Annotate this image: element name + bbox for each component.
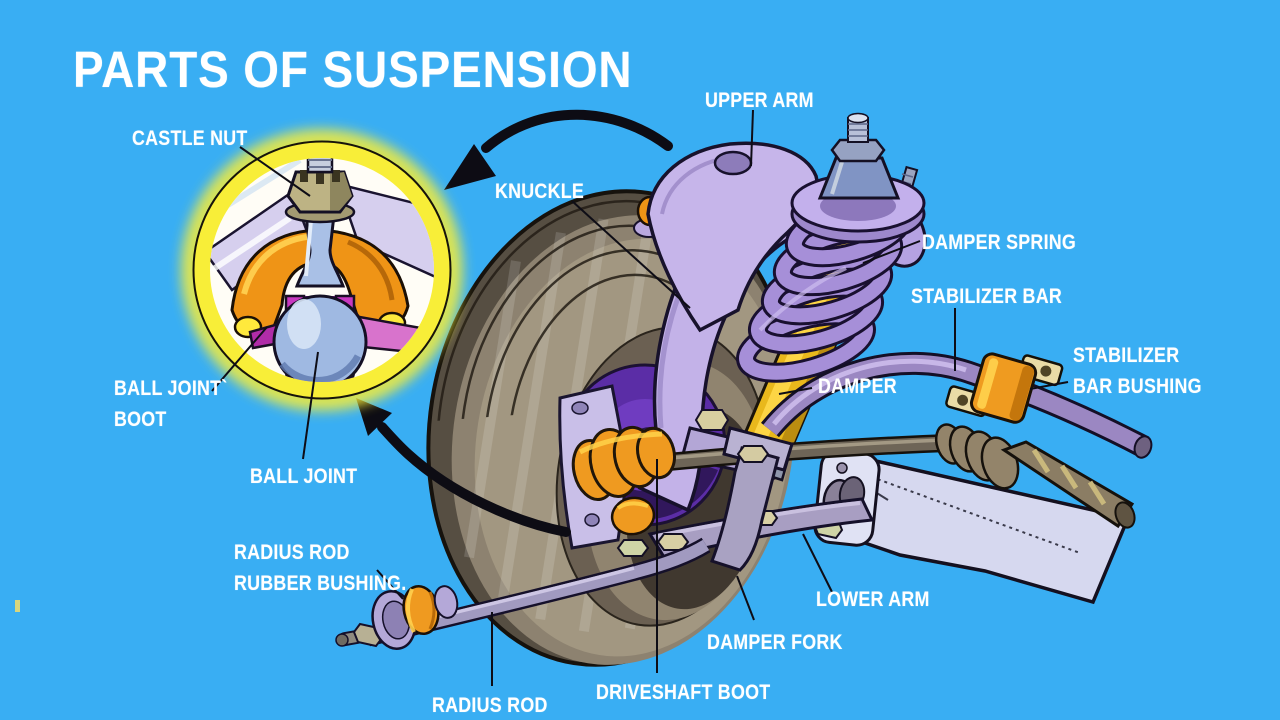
label-stabilizer-bar: STABILIZER BAR [911, 285, 1062, 308]
label-damper-fork: DAMPER FORK [707, 631, 843, 654]
label-stabilizer-bar-bushing: STABILIZER BAR BUSHING [1073, 340, 1202, 402]
label-lower-arm: LOWER ARM [816, 588, 930, 611]
leader-upper-arm [750, 109, 754, 167]
artifact-mark [15, 600, 20, 612]
lower-arm-bracket [812, 449, 881, 547]
leader-damper-spring [862, 240, 921, 264]
leader-radius-rod-bushing [376, 569, 404, 600]
driveshaft-boot-part [571, 425, 676, 502]
label-stabilizer-bar-bushing-line2: BAR BUSHING [1073, 375, 1202, 398]
label-driveshaft-boot: DRIVESHAFT BOOT [596, 681, 771, 704]
page-title: PARTS OF SUSPENSION [73, 41, 633, 98]
curved-arrow-top-icon [444, 109, 673, 190]
coilover-assembly [736, 112, 927, 482]
leader-ball-joint-boot [211, 326, 268, 392]
label-radius-rod-rubber-bushing: RADIUS ROD RUBBER BUSHING. [234, 537, 406, 599]
label-radius-rod-rubber-bushing-line1: RADIUS ROD [234, 541, 350, 564]
label-ball-joint: BALL JOINT [250, 465, 358, 488]
driveshaft [667, 423, 1136, 529]
label-upper-arm: UPPER ARM [705, 89, 814, 112]
label-ball-joint-boot-line1: BALL JOINT` [114, 377, 228, 400]
ball-stud-cutaway [272, 213, 368, 382]
label-knuckle: KNUCKLE [495, 180, 585, 203]
label-ball-joint-boot: BALL JOINT` BOOT [114, 373, 228, 435]
label-damper-spring: DAMPER SPRING [922, 231, 1077, 254]
curved-arrow-bottom-icon [356, 398, 571, 537]
stabilizer-bar-part [761, 351, 1153, 459]
castle-nut-part [284, 158, 356, 224]
lower-ball-joint-boot [610, 496, 656, 557]
ball-joint-inset [181, 129, 463, 411]
leader-lines [211, 109, 1069, 686]
leader-knuckle [571, 200, 691, 309]
leader-ball-joint [302, 351, 319, 460]
label-radius-rod: RADIUS ROD [432, 694, 548, 717]
stabilizer-bar-bushing-part [945, 352, 1064, 424]
label-ball-joint-boot-line2: BOOT [114, 408, 167, 431]
leader-castle-nut [239, 146, 311, 197]
leader-stabilizer-bar-bushing [1029, 381, 1069, 390]
leader-damper-fork [736, 575, 755, 621]
radius-rod-bushing-part [335, 585, 459, 650]
label-damper: DAMPER [818, 375, 897, 398]
radius-rod-part [335, 537, 711, 650]
label-radius-rod-rubber-bushing-line2: RUBBER BUSHING. [234, 572, 407, 595]
label-stabilizer-bar-bushing-line1: STABILIZER [1073, 344, 1180, 367]
label-castle-nut: CASTLE NUT [132, 127, 248, 150]
leader-lower-arm [802, 533, 833, 593]
upper-arm-part [633, 141, 820, 333]
leader-damper [778, 387, 813, 395]
damper-fork-part [710, 426, 794, 572]
spring-top-mount [790, 112, 926, 244]
